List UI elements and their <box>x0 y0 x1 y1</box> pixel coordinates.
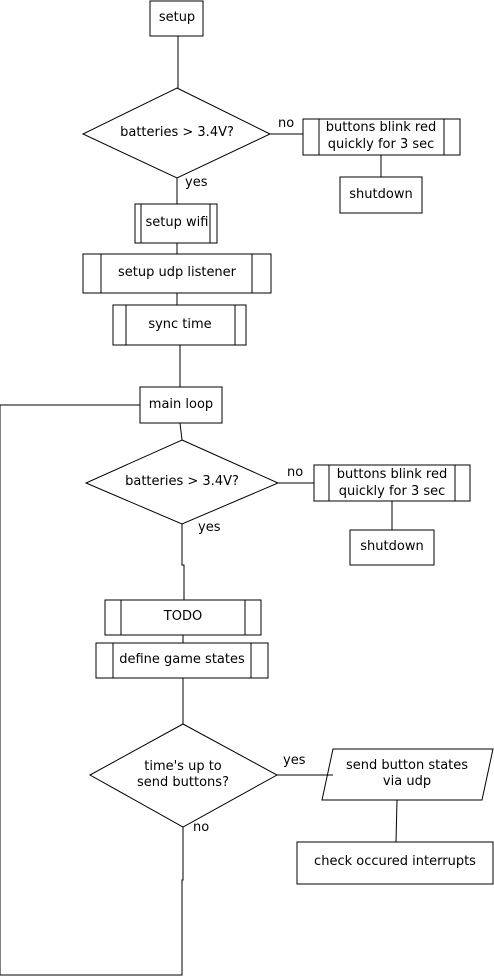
edge-cond2-yes <box>181 524 185 600</box>
node-define-states-box <box>95 642 269 679</box>
node-blink-1-line-2: quickly for 3 sec <box>327 137 435 152</box>
decision-batteries-1-label: batteries > 3.4V? <box>120 125 234 140</box>
edge-label-no-2: no <box>287 465 304 480</box>
node-send-states-line-1: send button states <box>345 758 469 773</box>
decision-batteries-2-label: batteries > 3.4V? <box>125 474 239 489</box>
node-setup: setup <box>158 10 196 25</box>
edge-mainloop-to-cond2 <box>179 422 183 441</box>
decision-time-up-line-2: send buttons? <box>137 775 229 790</box>
edge-send-to-check <box>395 799 398 843</box>
node-blink-2-line-1: buttons blink red <box>336 467 448 482</box>
node-setup-wifi-box <box>134 203 218 244</box>
edge-label-no-3: no <box>193 820 210 835</box>
node-todo-box <box>104 599 262 636</box>
decision-time-up-line-1: time's up to <box>144 759 222 774</box>
node-send-states-line-2: via udp <box>382 774 432 789</box>
node-main-loop: main loop <box>148 397 214 412</box>
node-blink-1-line-1: buttons blink red <box>325 120 437 135</box>
edge-label-yes-2: yes <box>198 520 221 535</box>
decision-batteries-2 <box>84 439 280 525</box>
node-blink-1-box <box>302 118 461 156</box>
node-shutdown-1: shutdown <box>349 187 413 202</box>
node-setup-box <box>149 0 204 37</box>
node-send-states-shape <box>321 748 494 801</box>
node-todo: TODO <box>163 609 203 624</box>
node-sync-time-box <box>112 304 247 346</box>
node-check-interrupts-box <box>296 841 494 885</box>
node-sync-time: sync time <box>148 317 212 332</box>
node-main-loop-box <box>139 386 223 424</box>
decision-batteries-1 <box>81 87 272 179</box>
node-shutdown-2-box <box>349 529 435 566</box>
edge-label-no-1: no <box>278 116 295 131</box>
node-blink-2-line-2: quickly for 3 sec <box>338 484 446 499</box>
node-setup-wifi: setup wifi <box>145 215 209 230</box>
node-blink-2-box <box>313 464 471 502</box>
edge-cond3-no-loop <box>0 404 184 976</box>
node-setup-udp-box <box>82 253 272 294</box>
edge-label-yes-1: yes <box>185 175 208 190</box>
node-define-game-states: define game states <box>119 652 245 667</box>
decision-time-up <box>88 723 279 828</box>
node-check-interrupts: check occured interrupts <box>314 854 476 869</box>
node-setup-udp-listener: setup udp listener <box>117 265 237 280</box>
node-shutdown-2: shutdown <box>360 539 424 554</box>
node-shutdown-1-box <box>339 176 423 214</box>
edge-label-yes-3: yes <box>283 753 306 768</box>
